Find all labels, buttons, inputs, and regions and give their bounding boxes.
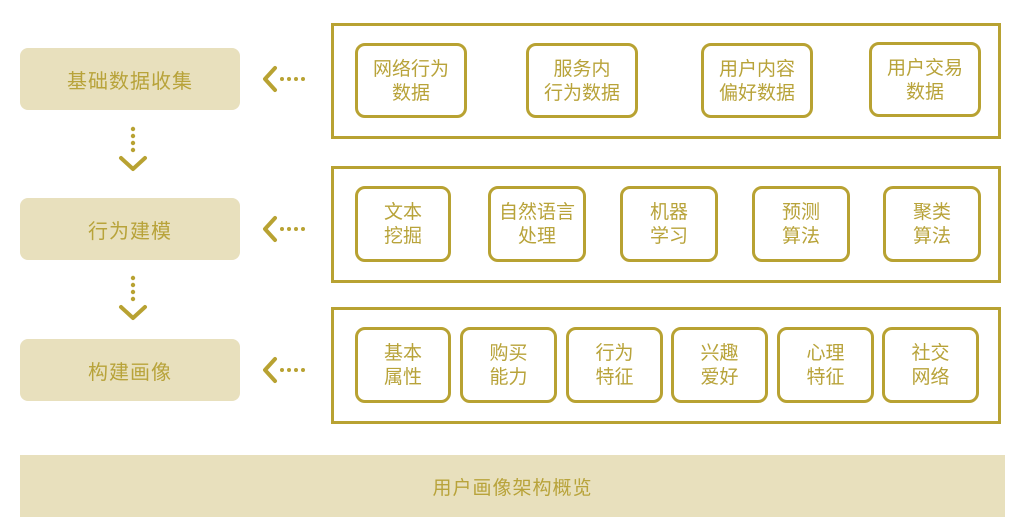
panel-profile-dimensions xyxy=(331,307,1001,424)
card-line: 数据 xyxy=(391,81,430,104)
card-line: 算法 xyxy=(781,225,820,247)
dotted-left-arrow-icon xyxy=(263,357,305,383)
card-purchasing-power: 购买 能力 xyxy=(460,327,557,403)
card-content-preference-data: 用户内容 偏好数据 xyxy=(701,43,813,118)
stage-data-collection: 基础数据收集 xyxy=(20,48,240,110)
stage-behavior-modeling: 行为建模 xyxy=(20,198,240,260)
card-line: 网络 xyxy=(911,366,950,388)
card-interests-hobbies: 兴趣 爱好 xyxy=(671,327,768,403)
card-text-mining: 文本 挖掘 xyxy=(355,186,451,262)
dotted-left-arrow-icon xyxy=(263,66,305,92)
dotted-down-arrow-icon xyxy=(119,275,147,320)
card-line: 行为数据 xyxy=(543,81,620,104)
stage-build-profile: 构建画像 xyxy=(20,339,240,401)
card-line: 特征 xyxy=(595,366,634,388)
dotted-left-arrow-icon xyxy=(263,216,305,242)
card-line: 算法 xyxy=(912,225,951,247)
card-line: 社交 xyxy=(911,342,950,364)
card-line: 自然语言 xyxy=(498,201,575,223)
card-line: 特征 xyxy=(806,366,845,388)
dotted-down-arrow-icon xyxy=(119,126,147,171)
card-nlp: 自然语言 处理 xyxy=(488,186,586,262)
card-clustering-algorithm: 聚类 算法 xyxy=(883,186,981,262)
card-line: 偏好数据 xyxy=(718,81,795,104)
card-line: 聚类 xyxy=(912,201,951,223)
card-line: 行为 xyxy=(595,342,634,364)
card-line: 用户交易 xyxy=(886,56,963,79)
card-line: 心理 xyxy=(806,342,845,364)
card-line: 爱好 xyxy=(700,366,739,388)
card-web-behavior-data: 网络行为 数据 xyxy=(355,43,467,118)
card-line: 用户内容 xyxy=(718,57,795,80)
panel-data-sources xyxy=(331,23,1001,139)
card-in-service-behavior-data: 服务内 行为数据 xyxy=(526,43,638,118)
card-line: 挖掘 xyxy=(383,225,422,247)
card-social-network: 社交 网络 xyxy=(882,327,979,403)
diagram-title: 用户画像架构概览 xyxy=(432,476,593,499)
card-line: 兴趣 xyxy=(700,342,739,364)
card-line: 数据 xyxy=(905,80,944,103)
card-line: 学习 xyxy=(649,225,688,247)
card-psychological-traits: 心理 特征 xyxy=(777,327,874,403)
card-machine-learning: 机器 学习 xyxy=(620,186,718,262)
card-line: 预测 xyxy=(781,201,820,223)
card-basic-attributes: 基本 属性 xyxy=(355,327,451,403)
card-line: 处理 xyxy=(517,225,556,247)
card-line: 能力 xyxy=(489,366,528,388)
panel-modeling-methods xyxy=(331,166,1001,283)
card-line: 购买 xyxy=(489,342,528,364)
card-line: 属性 xyxy=(383,366,422,388)
card-transaction-data: 用户交易 数据 xyxy=(869,42,981,117)
card-line: 服务内 xyxy=(553,57,611,80)
card-line: 网络行为 xyxy=(372,57,449,80)
card-prediction-algorithm: 预测 算法 xyxy=(752,186,850,262)
card-line: 文本 xyxy=(383,201,422,223)
card-behavior-traits: 行为 特征 xyxy=(566,327,663,403)
card-line: 基本 xyxy=(383,342,422,364)
diagram-title-bar: 用户画像架构概览 xyxy=(20,455,1005,517)
card-line: 机器 xyxy=(649,201,688,223)
